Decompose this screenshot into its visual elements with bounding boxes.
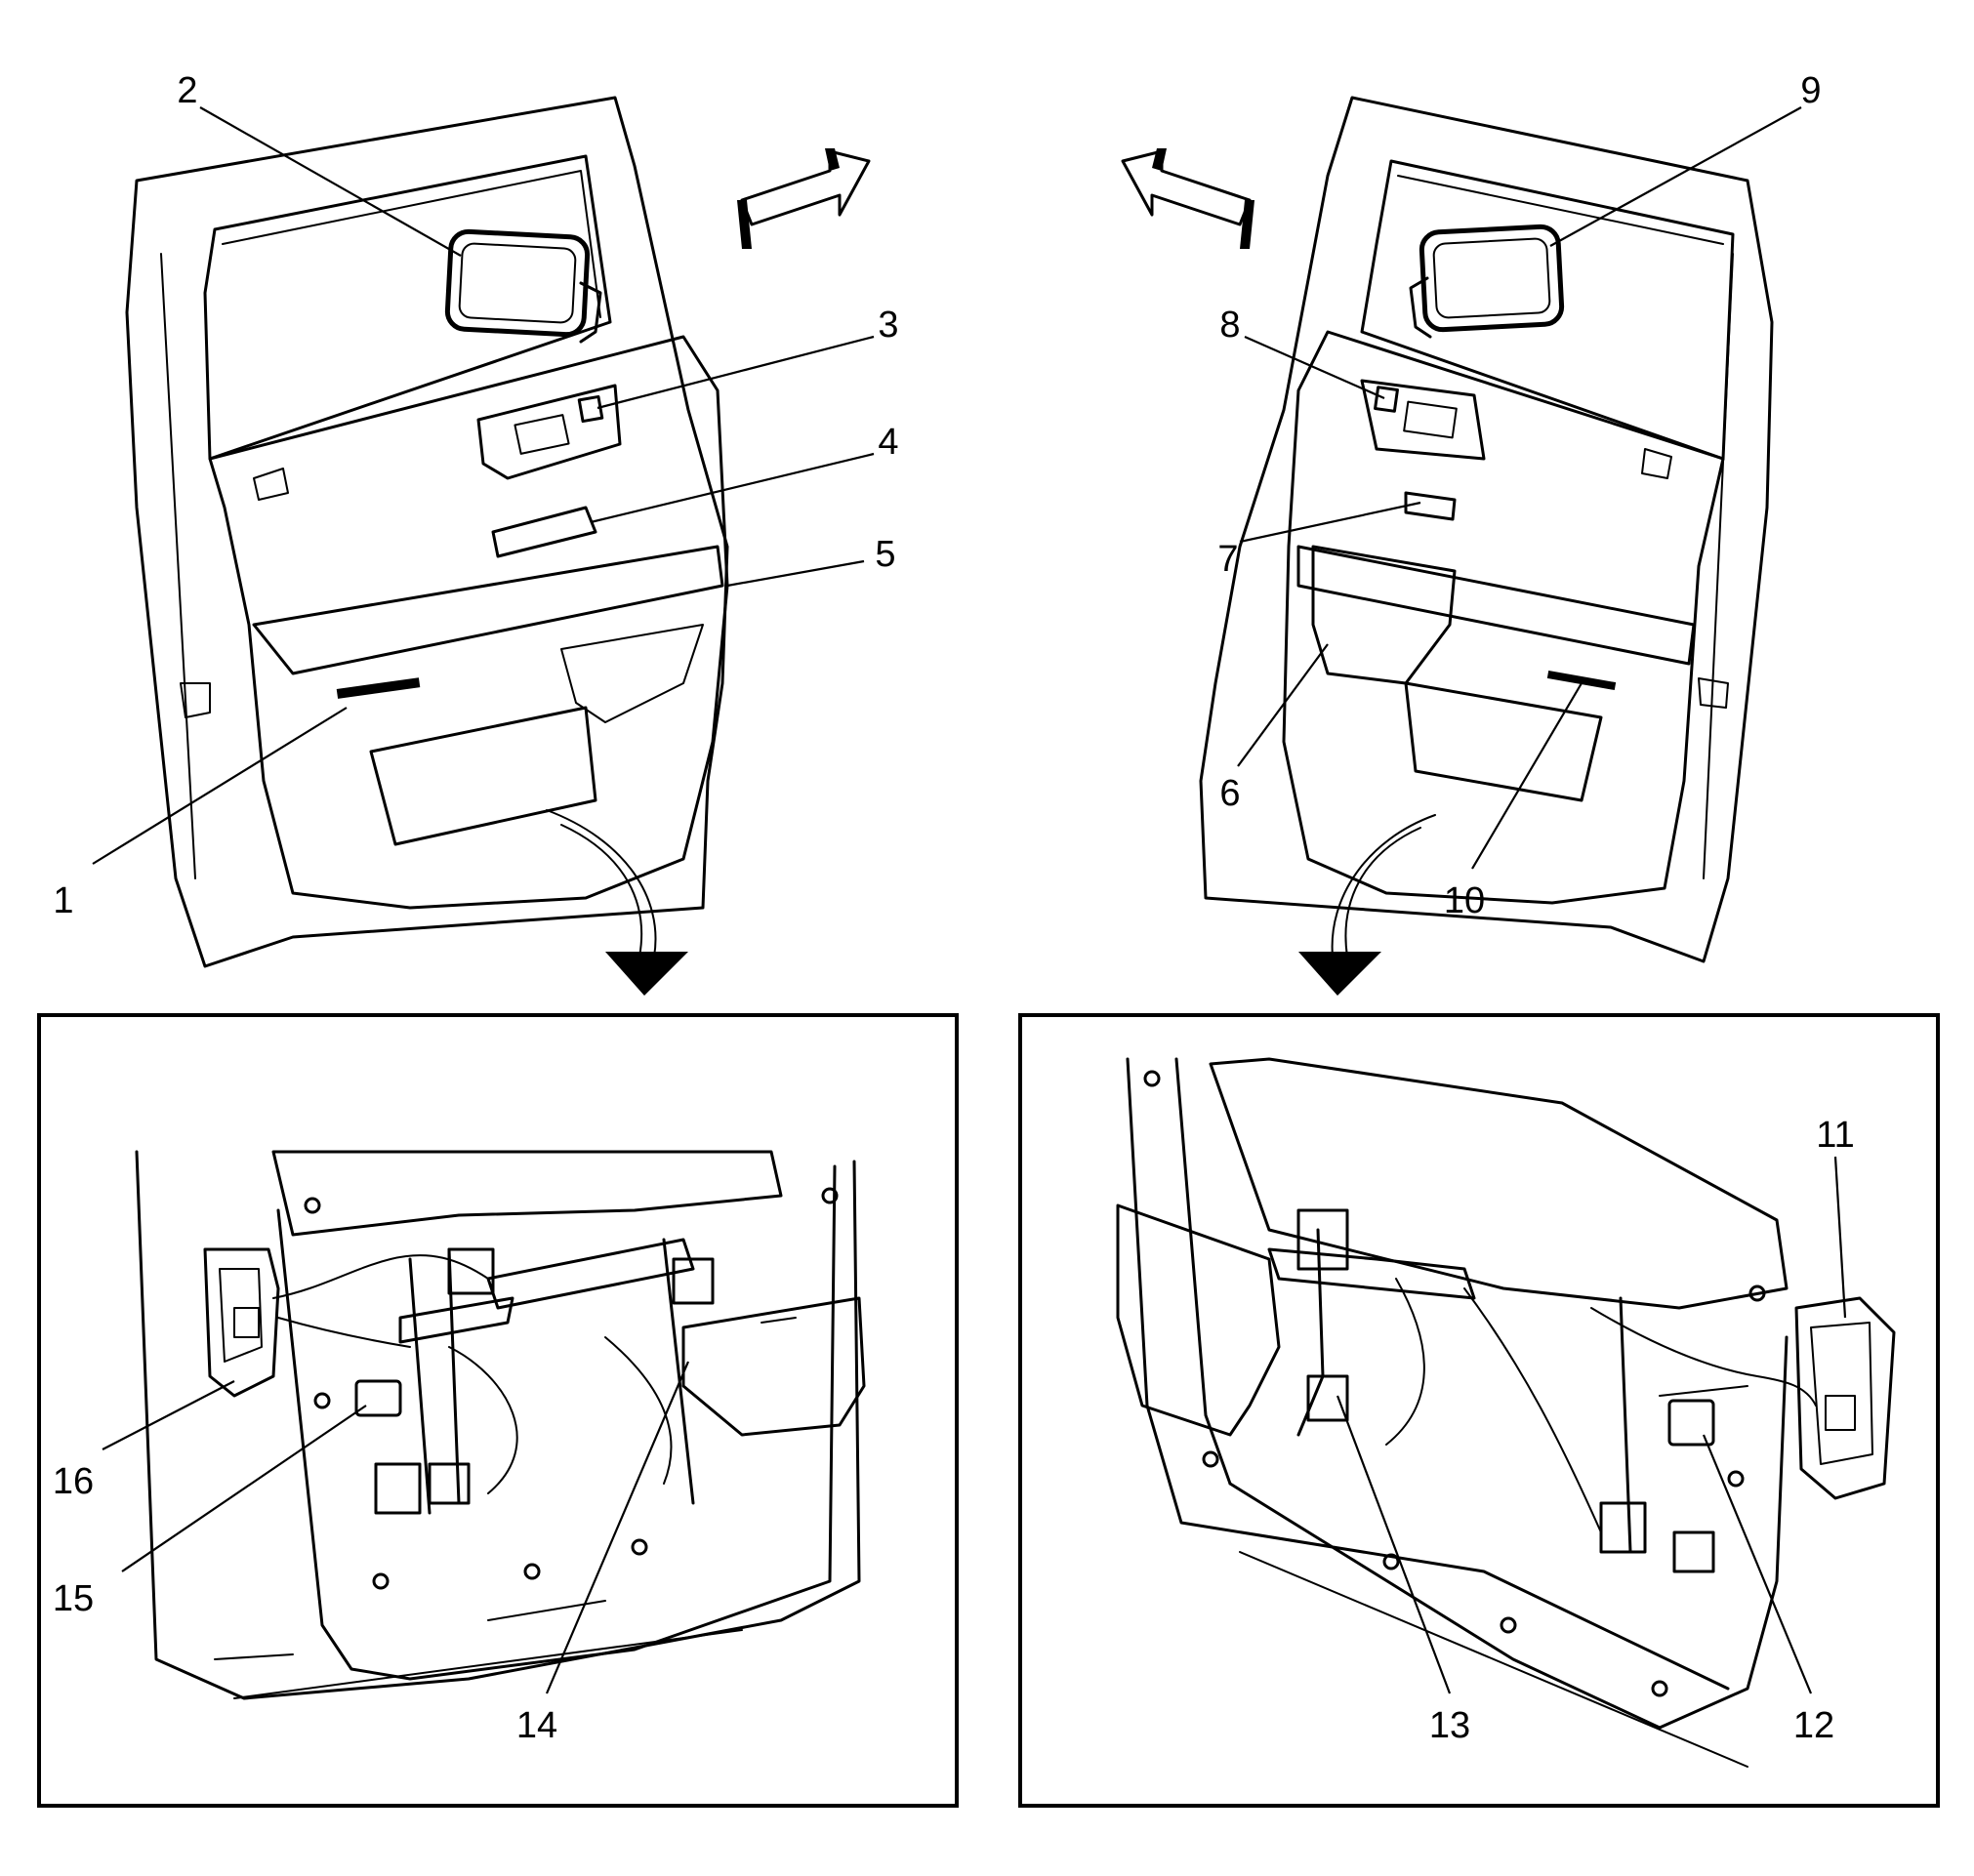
- callout-10: 10: [1444, 880, 1485, 921]
- left-detail-arrow: [546, 809, 688, 996]
- callout-12: 12: [1793, 1705, 1834, 1746]
- left-door-handle-bezel: [476, 384, 622, 480]
- callout-15: 15: [53, 1578, 94, 1619]
- right-door-armrest: [1296, 545, 1696, 666]
- right-lock-button: [1374, 386, 1399, 413]
- right-door-lock-actuator: [1794, 1296, 1896, 1500]
- callout-1: 1: [53, 880, 73, 921]
- left-handle-housing: [681, 1296, 866, 1437]
- right-door-outer-shell: [1199, 96, 1774, 963]
- left-door-trim-panel: [208, 335, 729, 910]
- left-door-module: [354, 1379, 402, 1417]
- left-outside-mirror: [444, 228, 602, 344]
- left-door-map-pocket: [369, 706, 597, 846]
- right-detail-view: [1018, 1013, 1940, 1808]
- callout-5: 5: [875, 534, 895, 575]
- left-door-outer-shell: [125, 96, 729, 968]
- right-door-handle-bezel: [1360, 379, 1486, 461]
- callout-14: 14: [516, 1705, 557, 1746]
- left-door-illustration: [125, 96, 729, 968]
- callout-2: 2: [177, 70, 197, 111]
- right-door-module: [1667, 1399, 1715, 1447]
- callout-8: 8: [1219, 305, 1240, 346]
- rearward-direction-arrow: [1121, 148, 1254, 249]
- left-door-armrest: [252, 545, 724, 675]
- left-window-switch-bezel: [491, 506, 597, 558]
- left-detail-frame: [37, 1013, 959, 1808]
- callout-6: 6: [1219, 773, 1240, 814]
- left-detail-view: [37, 1013, 959, 1808]
- left-door-lock-actuator: [203, 1247, 280, 1398]
- leader-lines: [92, 106, 1847, 1694]
- callout-4: 4: [878, 422, 898, 463]
- callout-16: 16: [53, 1461, 94, 1502]
- right-door-map-pocket: [1311, 545, 1457, 685]
- callout-9: 9: [1800, 70, 1821, 111]
- left-door-window-opening: [203, 154, 612, 461]
- callout-labels: 1 2 3 4 5 6 7 8 9 10 11 12 13 14 15 16: [53, 70, 1855, 1746]
- left-pull-cup: [336, 677, 421, 699]
- right-door-trim-panel: [1282, 330, 1725, 905]
- callout-3: 3: [878, 305, 898, 346]
- callout-13: 13: [1429, 1705, 1470, 1746]
- right-door-illustration: [1199, 96, 1774, 963]
- right-detail-frame: [1018, 1013, 1940, 1808]
- right-pull-cup: [1546, 670, 1617, 691]
- right-trim-lower-edge: [1209, 1057, 1789, 1310]
- callout-7: 7: [1217, 539, 1238, 580]
- right-door-window-opening: [1360, 159, 1735, 461]
- left-trim-lower-edge: [271, 1150, 783, 1237]
- right-pocket-panel: [1116, 1203, 1281, 1437]
- right-detail-arrow: [1298, 814, 1436, 996]
- right-outside-mirror: [1409, 224, 1565, 339]
- callout-11: 11: [1816, 1115, 1854, 1156]
- left-lock-button: [577, 394, 604, 424]
- forward-direction-arrow: [737, 148, 871, 249]
- right-window-switch-bezel: [1404, 491, 1457, 521]
